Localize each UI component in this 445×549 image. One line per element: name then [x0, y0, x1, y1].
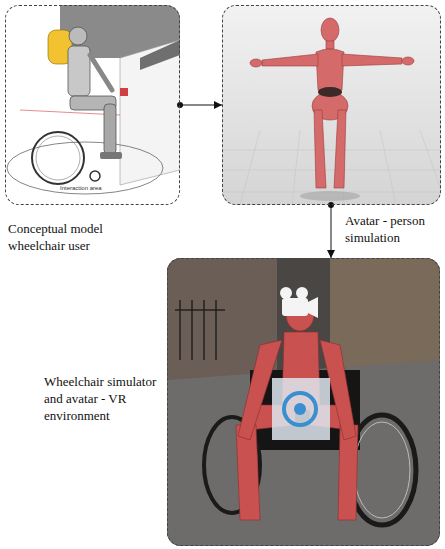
fence [175, 300, 225, 360]
vr-illustration [167, 258, 440, 546]
floor-grid [222, 130, 441, 205]
sensor-core [294, 403, 306, 415]
dashed-panel: Conceptual model wheelchair user [5, 5, 180, 205]
camera-reel [296, 287, 308, 299]
shin [104, 104, 116, 154]
panel-ground [222, 5, 441, 205]
avatar-illustration [222, 5, 441, 205]
panel-ground [5, 5, 180, 205]
area-label: Interaction area [60, 185, 102, 192]
panel-caption: Conceptual model wheelchair user [8, 220, 143, 254]
panel-caption: Wheelchair simulator and avatar - VR env… [44, 373, 162, 424]
ground-floor [167, 360, 440, 546]
seated-avatar [236, 299, 358, 520]
flow-arrow [331, 205, 332, 258]
wheel-rim [36, 136, 80, 180]
dashed-panel: Avatar - person simulation [222, 5, 441, 205]
wall-side [120, 40, 180, 185]
wall-edge [140, 40, 180, 70]
arm [90, 55, 112, 90]
wheel [32, 132, 84, 184]
camera-lens [308, 297, 318, 318]
sensor-ring [284, 393, 316, 425]
shadow [300, 191, 360, 201]
camera-reel [280, 287, 292, 299]
dashed-panel: Wheelchair simulator and avatar - VR env… [167, 258, 440, 546]
mannequin [250, 18, 414, 188]
building [330, 258, 440, 368]
head [69, 27, 87, 45]
wheel [348, 415, 416, 525]
marker [120, 88, 128, 96]
panel-ground [167, 258, 440, 546]
sensor-box [272, 378, 330, 440]
foot [100, 152, 122, 159]
torso [68, 46, 90, 96]
concept-illustration [5, 5, 180, 205]
flow-arrow [180, 105, 222, 106]
panel-caption: Avatar - person simulation [345, 212, 441, 246]
caster [90, 171, 100, 181]
camera-body [282, 298, 308, 316]
wheel-rim [354, 422, 410, 518]
waist [318, 87, 342, 97]
interaction-area [7, 142, 163, 194]
